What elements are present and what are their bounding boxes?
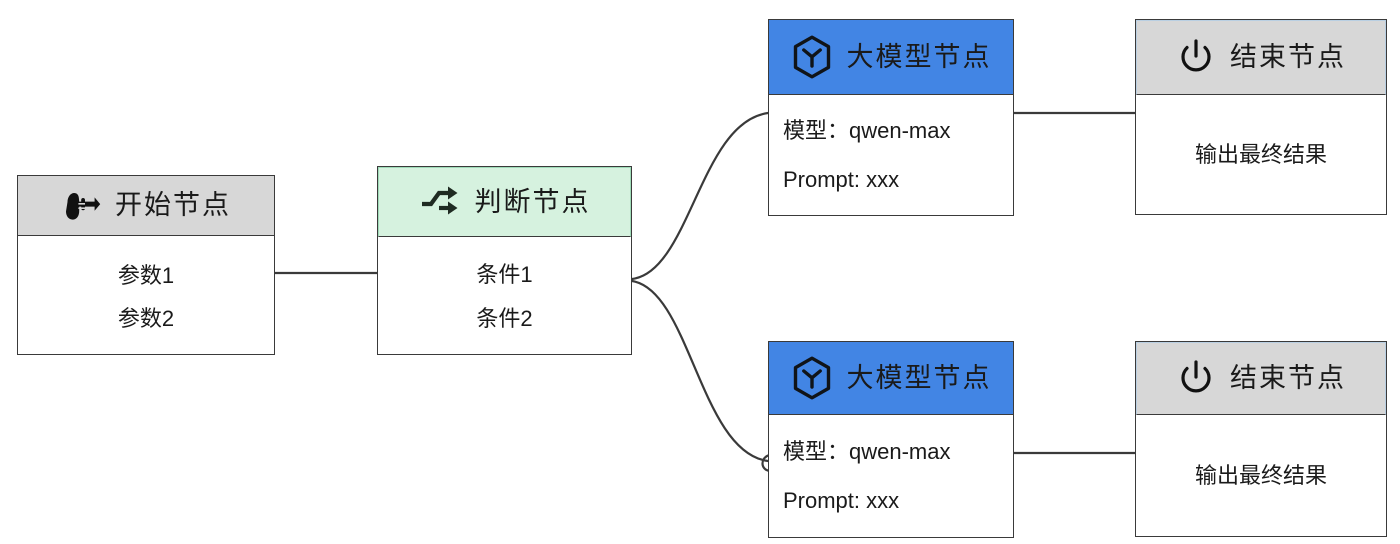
node-llm-top-line-1: 模型：qwen-max (783, 117, 951, 143)
node-end-bottom-body: 输出最终结果 (1136, 415, 1386, 536)
branch-split-arrows-icon (421, 186, 457, 215)
node-decision-header: 判断节点 (378, 167, 631, 237)
node-end-top-body: 输出最终结果 (1136, 95, 1386, 214)
hexagon-model-icon (793, 35, 830, 79)
node-llm-bottom-header: 大模型节点 (769, 342, 1013, 415)
node-llm-bottom[interactable]: 大模型节点 模型：qwen-max Prompt: xxx (768, 341, 1014, 538)
node-end-top-line-1: 输出最终结果 (1194, 141, 1327, 167)
node-end-bottom-header: 结束节点 (1136, 342, 1386, 415)
edge-decision-to-llm-bottom (630, 279, 770, 463)
node-end-bottom-title: 结束节点 (1230, 363, 1346, 393)
node-decision-title: 判断节点 (474, 186, 591, 217)
node-llm-top-title: 大模型节点 (846, 41, 992, 72)
node-start-line-2: 参数2 (117, 306, 175, 331)
node-end-bottom-line-1: 输出最终结果 (1194, 462, 1327, 488)
node-decision-line-2: 条件2 (476, 305, 533, 331)
node-end-top-header: 结束节点 (1136, 20, 1386, 95)
node-llm-top-header: 大模型节点 (769, 20, 1013, 95)
node-llm-bottom-title: 大模型节点 (846, 362, 992, 393)
power-icon (1181, 359, 1211, 392)
node-end-top[interactable]: 结束节点 输出最终结果 (1135, 19, 1387, 215)
node-llm-top-body: 模型：qwen-max Prompt: xxx (769, 95, 1013, 215)
node-llm-bottom-line-2: Prompt: xxx (783, 488, 900, 513)
node-decision-body: 条件1 条件2 (378, 237, 631, 354)
node-start-header: 开始节点 (18, 176, 274, 236)
node-decision-line-1: 条件1 (476, 262, 533, 287)
pointing-hand-right-icon (66, 192, 101, 220)
node-llm-bottom-body: 模型：qwen-max Prompt: xxx (769, 415, 1013, 537)
node-decision[interactable]: 判断节点 条件1 条件2 (377, 166, 632, 355)
node-end-bottom[interactable]: 结束节点 输出最终结果 (1135, 341, 1387, 537)
hexagon-model-icon (793, 356, 830, 400)
edge-decision-to-llm-top (630, 111, 770, 281)
node-start-body: 参数1 参数2 (18, 236, 274, 354)
node-start-line-1: 参数1 (117, 262, 175, 288)
node-llm-bottom-line-1: 模型：qwen-max (783, 438, 951, 464)
power-icon (1181, 38, 1211, 71)
node-llm-top-line-2: Prompt: xxx (783, 167, 900, 192)
node-llm-top[interactable]: 大模型节点 模型：qwen-max Prompt: xxx (768, 19, 1014, 216)
node-start-title: 开始节点 (115, 190, 231, 220)
node-start[interactable]: 开始节点 参数1 参数2 (17, 175, 275, 355)
node-end-top-title: 结束节点 (1230, 42, 1346, 72)
